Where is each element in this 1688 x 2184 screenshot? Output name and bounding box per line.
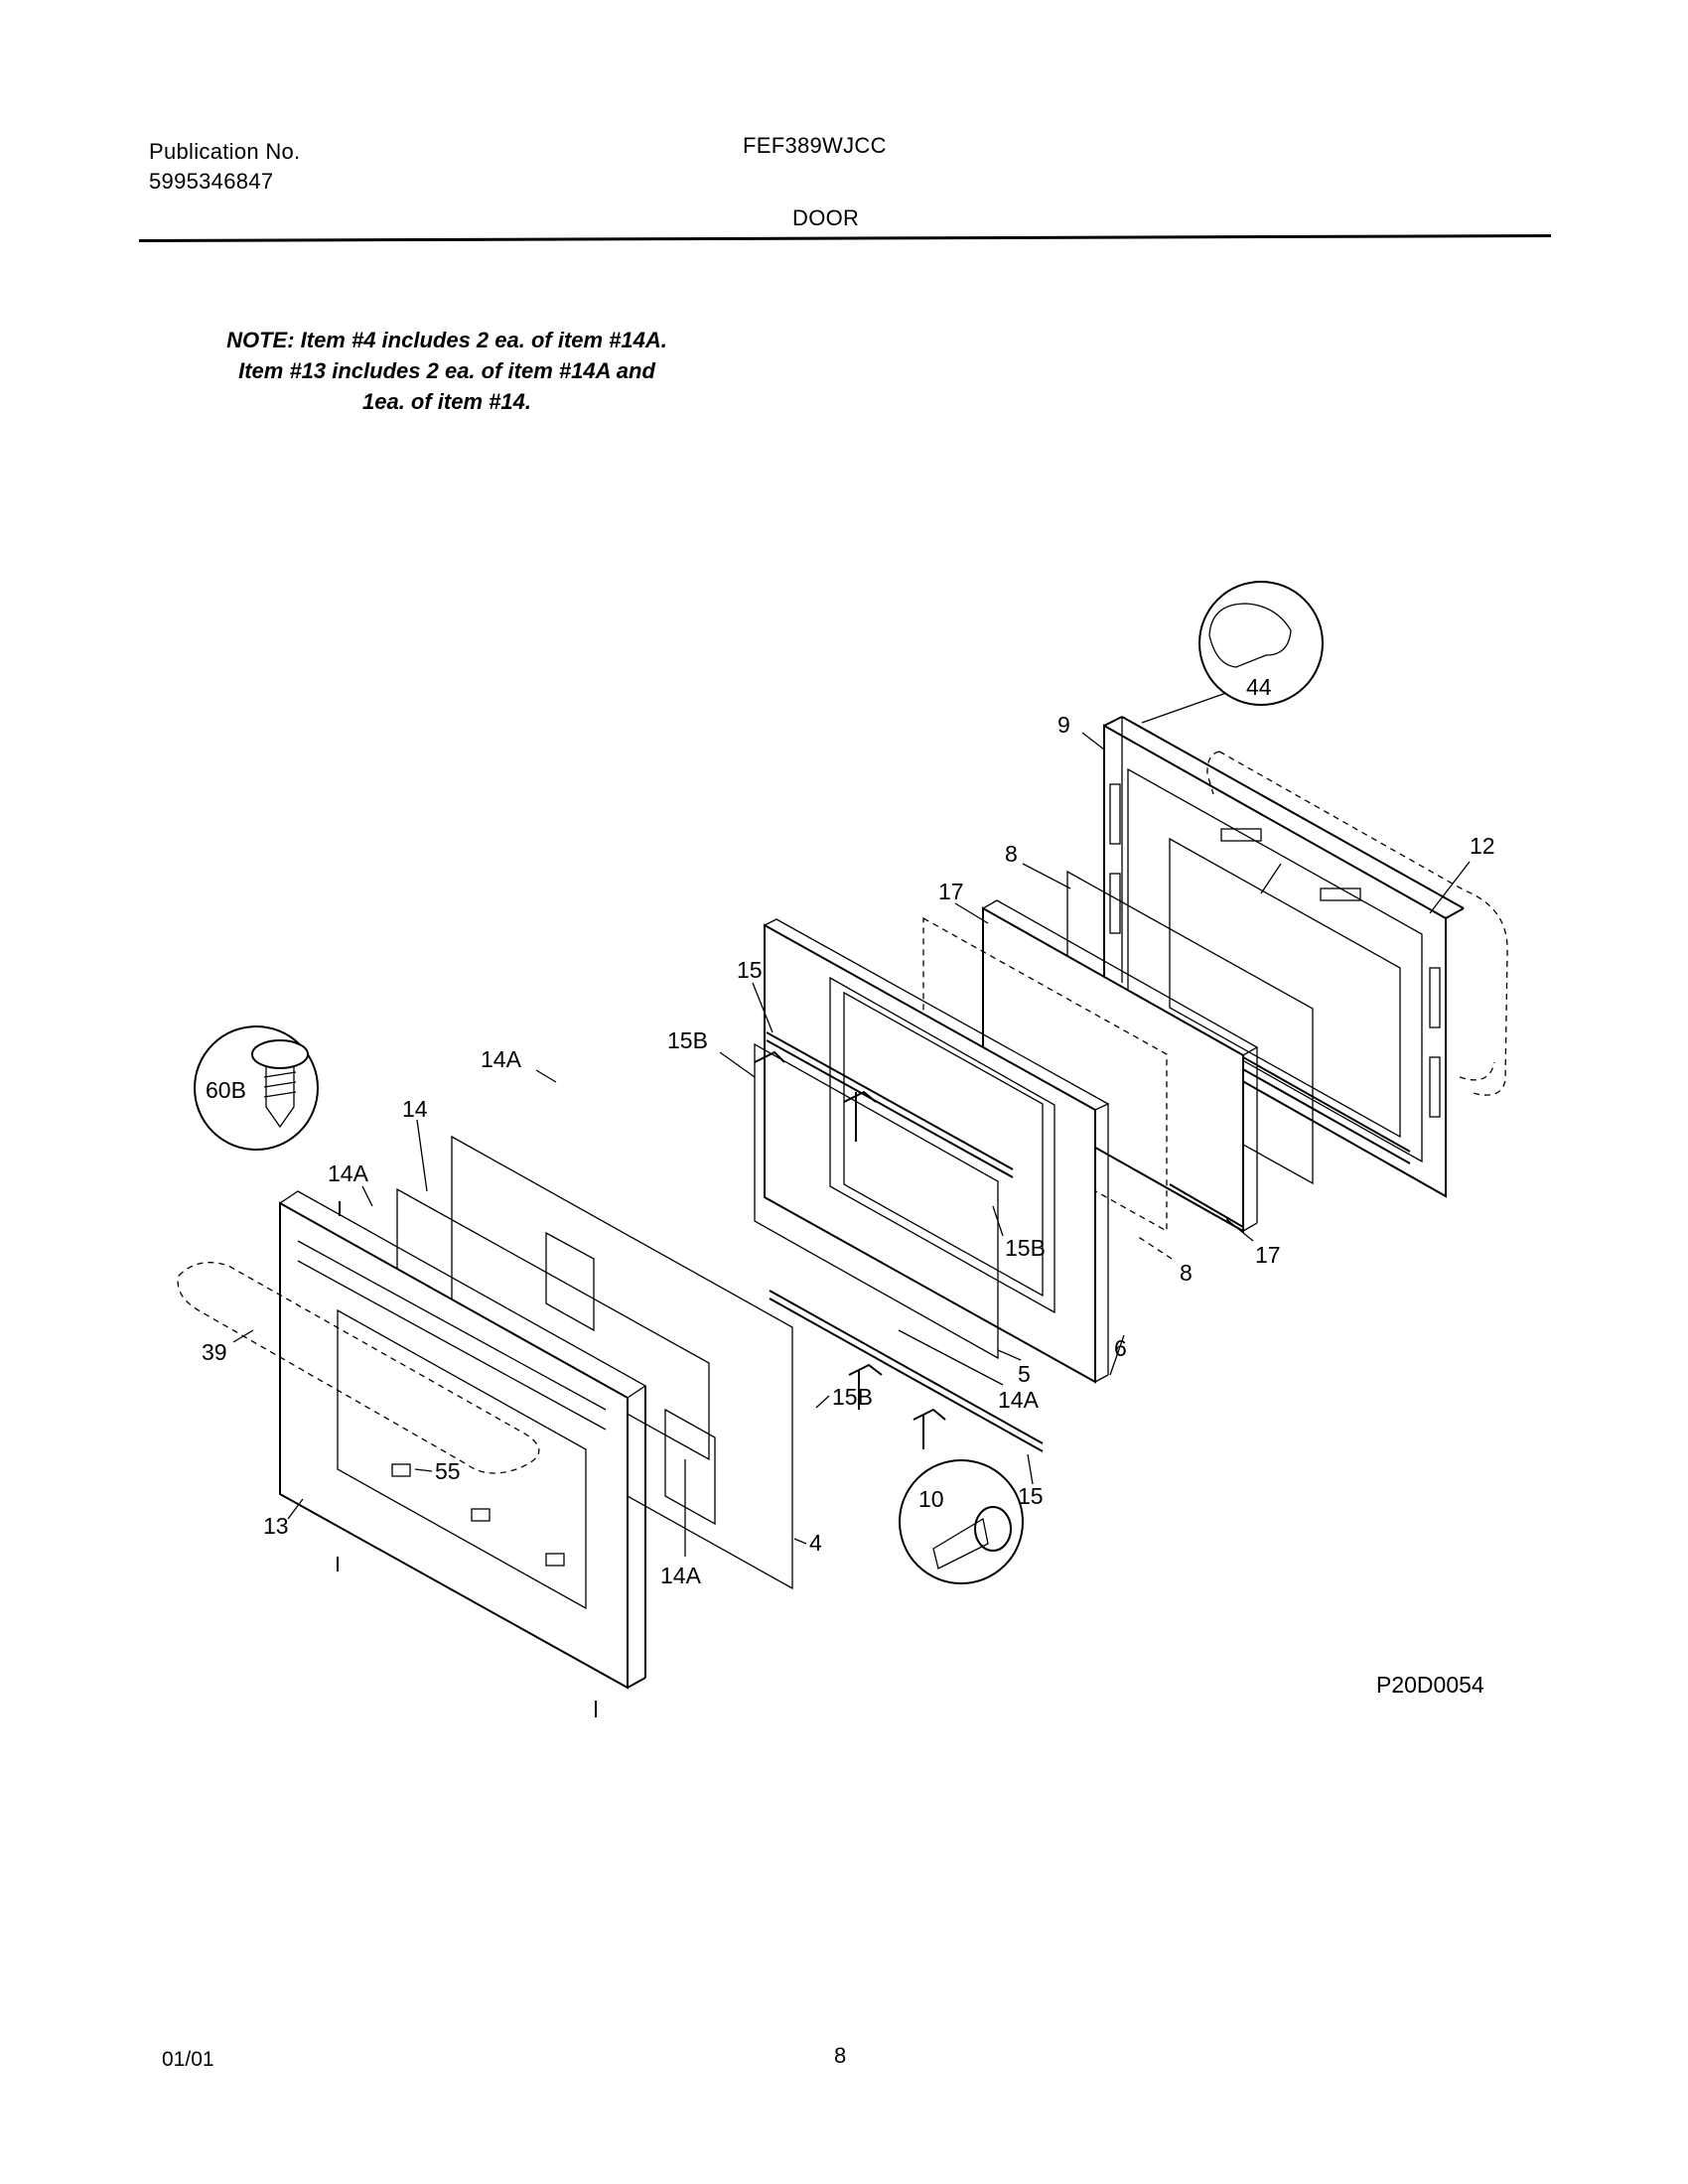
model-number: FEF389WJCC xyxy=(743,133,887,158)
callout-17-top: 17 xyxy=(938,879,964,904)
diagram-code: P20D0054 xyxy=(1376,1672,1484,1698)
glass-14 xyxy=(396,1187,710,1461)
leader-lines xyxy=(232,732,1471,1557)
callout-60B: 60B xyxy=(206,1077,246,1103)
callout-15B-mid: 15B xyxy=(1005,1235,1046,1261)
parts-note: NOTE: Item #4 includes 2 ea. of item #14… xyxy=(169,325,725,417)
callout-5: 5 xyxy=(1018,1361,1031,1387)
section-title: DOOR xyxy=(792,205,860,230)
outer-door-panel xyxy=(278,1190,647,1717)
callout-14A-right: 14A xyxy=(998,1387,1040,1413)
screw-10-icon xyxy=(932,1506,1012,1570)
callout-14A-left: 14A xyxy=(328,1160,369,1186)
note-line-3: 1ea. of item #14. xyxy=(362,389,531,414)
callout-13: 13 xyxy=(263,1513,289,1539)
callout-6: 6 xyxy=(1114,1335,1127,1361)
callout-8-rear: 8 xyxy=(1005,841,1018,867)
callout-14A-bottom: 14A xyxy=(660,1563,702,1588)
glass-retainers xyxy=(754,1031,1044,1452)
detail-10-circle xyxy=(899,1459,1024,1584)
callout-14A-top: 14A xyxy=(481,1046,522,1072)
callout-15B-bottom: 15B xyxy=(832,1384,873,1410)
insulation-front xyxy=(922,916,1168,1233)
callout-44: 44 xyxy=(1246,674,1272,700)
callout-15-bottom: 15 xyxy=(1018,1483,1044,1509)
inner-door-frame xyxy=(1103,716,1465,1198)
note-line-1: NOTE: Item #4 includes 2 ea. of item #14… xyxy=(226,328,667,352)
callout-10: 10 xyxy=(918,1486,944,1512)
callout-17-bottom: 17 xyxy=(1255,1242,1281,1268)
inner-glass xyxy=(754,1042,999,1360)
window-pack xyxy=(981,899,1259,1233)
inner-glass-frame xyxy=(763,918,1110,1384)
page-number: 8 xyxy=(834,2043,847,2068)
publication-label: Publication No. xyxy=(149,139,301,164)
callout-39: 39 xyxy=(202,1339,227,1365)
callout-8-front: 8 xyxy=(1180,1260,1193,1286)
callout-15-top: 15 xyxy=(737,957,763,983)
detail-44-circle xyxy=(1198,581,1324,706)
callout-15B-top: 15B xyxy=(667,1027,708,1053)
detail-44-bracket xyxy=(1208,603,1292,668)
callout-9: 9 xyxy=(1057,712,1070,738)
publication-number: 5995346847 xyxy=(149,169,274,194)
callout-55: 55 xyxy=(435,1458,461,1484)
callout-12: 12 xyxy=(1470,833,1495,859)
footer-date: 01/01 xyxy=(162,2048,214,2071)
door-handle xyxy=(177,1262,540,1474)
door-gasket xyxy=(1206,751,1508,1096)
note-line-2: Item #13 includes 2 ea. of item #14A and xyxy=(238,358,655,383)
callout-4: 4 xyxy=(809,1530,822,1556)
callout-14: 14 xyxy=(402,1096,428,1122)
screw-60B-icon xyxy=(251,1039,309,1129)
